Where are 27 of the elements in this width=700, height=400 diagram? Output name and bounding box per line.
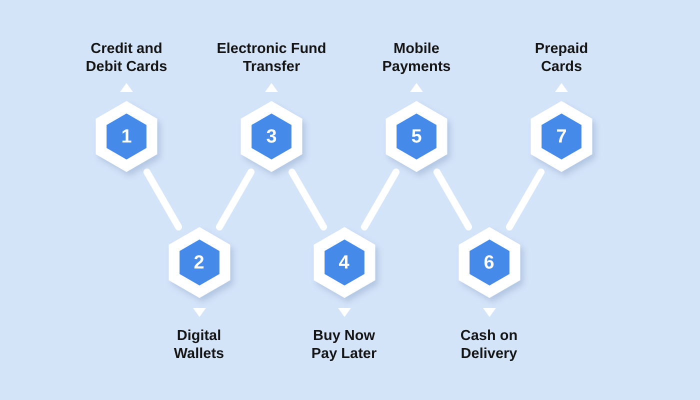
hexagon-node bbox=[386, 101, 447, 172]
hexagon-node bbox=[531, 101, 592, 172]
connector-line bbox=[360, 168, 400, 230]
hexagon-node bbox=[168, 227, 230, 298]
connector-line bbox=[143, 168, 182, 230]
step-label: Mobile Payments bbox=[381, 40, 452, 76]
step-number: 3 bbox=[266, 127, 277, 146]
step-number: 7 bbox=[556, 127, 567, 146]
step-label: Digital Wallets bbox=[172, 327, 226, 363]
connector-line bbox=[433, 168, 472, 230]
hexagon-node bbox=[241, 101, 302, 172]
connector-line bbox=[506, 168, 545, 230]
connector-line bbox=[288, 168, 328, 230]
step-number: 1 bbox=[121, 127, 132, 146]
step-number: 4 bbox=[338, 253, 350, 272]
step-number: 6 bbox=[484, 253, 494, 272]
hexagon-node bbox=[96, 101, 157, 172]
connector-line bbox=[216, 168, 255, 230]
step-number: 5 bbox=[411, 127, 422, 146]
step-label: Credit and Debit Cards bbox=[84, 40, 168, 76]
step-number: 2 bbox=[194, 253, 204, 272]
step-label: Electronic Fund Transfer bbox=[216, 40, 328, 76]
step-label: Buy Now Pay Later bbox=[310, 327, 378, 363]
hexagon-node bbox=[314, 227, 374, 298]
hexagon-node bbox=[458, 227, 520, 298]
step-label: Prepaid Cards bbox=[534, 40, 590, 76]
step-label: Cash on Delivery bbox=[459, 327, 519, 363]
